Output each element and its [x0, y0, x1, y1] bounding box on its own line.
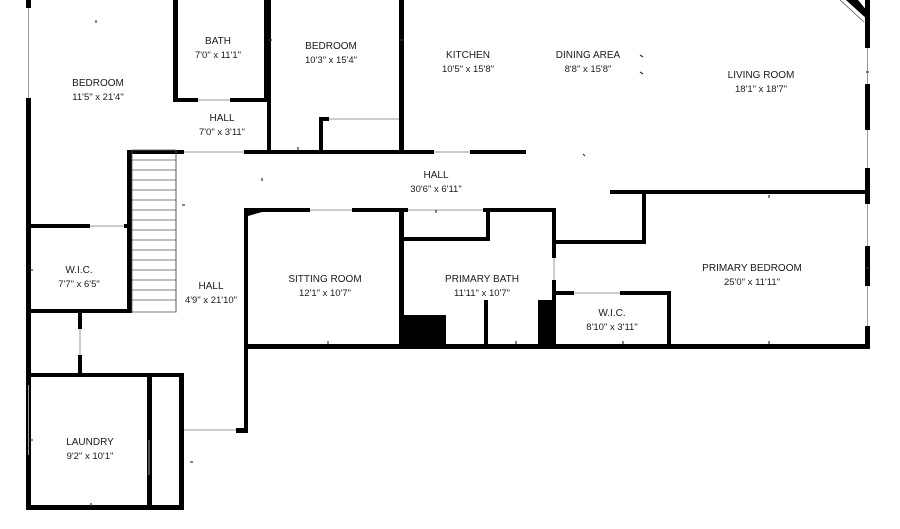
- room-name: DINING AREA: [556, 50, 621, 61]
- room-bedroom-1: BEDROOM 11'5" x 21'4": [72, 78, 124, 103]
- room-bath: BATH 7'0" x 11'1": [195, 36, 241, 61]
- room-dimensions: 25'0" x 11'11": [724, 277, 780, 288]
- room-hall-vertical: HALL 4'9" x 21'10": [185, 281, 237, 306]
- room-dimensions: 7'7" x 6'5": [58, 279, 100, 290]
- room-living-room: LIVING ROOM 18'1" x 18'7": [728, 70, 795, 95]
- room-hall-small: HALL 7'0" x 3'11": [199, 113, 245, 138]
- staircase: [131, 149, 177, 313]
- room-primary-bedroom: PRIMARY BEDROOM 25'0" x 11'11": [702, 263, 802, 288]
- room-dimensions: 7'0" x 3'11": [199, 127, 245, 138]
- room-dimensions: 7'0" x 11'1": [195, 50, 241, 61]
- room-sitting-room: SITTING ROOM 12'1" x 10'7": [288, 274, 361, 299]
- room-name: W.I.C.: [598, 308, 625, 319]
- room-dimensions: 11'5" x 21'4": [72, 92, 123, 103]
- room-dining-area: DINING AREA 8'8" x 15'8": [556, 50, 621, 75]
- room-dimensions: 8'8" x 15'8": [565, 64, 612, 75]
- measurement-ticks: [30, 20, 869, 506]
- room-name: W.I.C.: [65, 265, 92, 276]
- room-hall-main: HALL 30'6" x 6'11": [410, 170, 461, 195]
- door-openings: [28, 99, 620, 475]
- room-dimensions: 11'11" x 10'7": [454, 288, 510, 299]
- room-name: LIVING ROOM: [728, 70, 795, 81]
- room-bedroom-2: BEDROOM 10'3" x 15'4": [305, 41, 357, 66]
- room-dimensions: 10'3" x 15'4": [305, 55, 357, 66]
- room-name: LAUNDRY: [66, 437, 114, 448]
- room-name: HALL: [209, 113, 234, 124]
- room-wic-left: W.I.C. 7'7" x 6'5": [58, 265, 100, 290]
- room-kitchen: KITCHEN 10'5" x 15'8": [442, 50, 494, 75]
- room-name: BEDROOM: [72, 78, 124, 89]
- room-dimensions: 4'9" x 21'10": [185, 295, 237, 306]
- room-name: PRIMARY BATH: [445, 274, 519, 285]
- room-name: BATH: [205, 36, 231, 47]
- walls: [26, 0, 870, 510]
- room-name: KITCHEN: [446, 50, 490, 61]
- room-name: HALL: [423, 170, 448, 181]
- room-dimensions: 18'1" x 18'7": [735, 84, 787, 95]
- room-name: HALL: [198, 281, 223, 292]
- room-dimensions: 30'6" x 6'11": [410, 184, 461, 195]
- room-dimensions: 8'10" x 3'11": [586, 322, 637, 333]
- room-name: SITTING ROOM: [288, 274, 361, 285]
- room-wic-primary: W.I.C. 8'10" x 3'11": [586, 308, 637, 333]
- room-name: BEDROOM: [305, 41, 357, 52]
- room-name: PRIMARY BEDROOM: [702, 263, 802, 274]
- room-dimensions: 10'5" x 15'8": [442, 64, 494, 75]
- room-dimensions: 9'2" x 10'1": [67, 451, 114, 462]
- room-laundry: LAUNDRY 9'2" x 10'1": [66, 437, 114, 462]
- room-dimensions: 12'1" x 10'7": [299, 288, 351, 299]
- room-primary-bath: PRIMARY BATH 11'11" x 10'7": [445, 274, 519, 299]
